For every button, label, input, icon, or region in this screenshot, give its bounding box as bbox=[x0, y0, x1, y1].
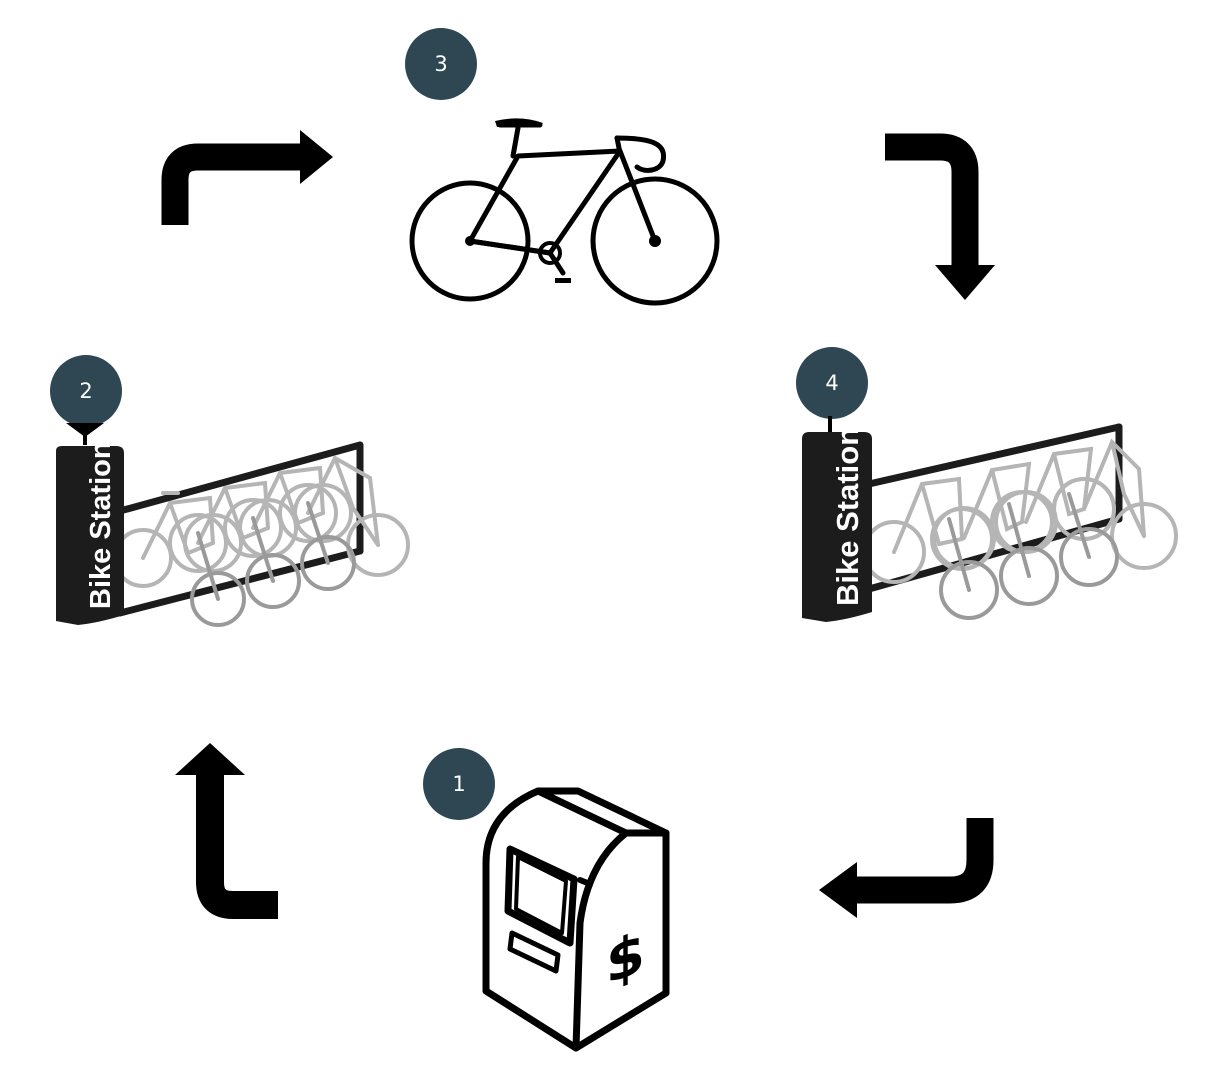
bike-station-label: Bike Station bbox=[830, 427, 865, 606]
bike-station-icon: Bike Station bbox=[56, 423, 410, 627]
step-badge-1: 1 bbox=[423, 748, 495, 820]
step-badge-4: 4 bbox=[796, 347, 868, 419]
step-1: 1 $ bbox=[423, 748, 683, 1058]
bike-station-icon: Bike Station bbox=[802, 416, 1178, 622]
step-4: 4 Bike Station bbox=[794, 344, 1184, 639]
step-2: 2 Bike Station bbox=[48, 353, 418, 638]
arrow-step3-to-step4 bbox=[885, 133, 995, 300]
arrow-step2-to-step3 bbox=[161, 130, 333, 225]
step-3: 3 bbox=[405, 28, 725, 318]
step-badge-2: 2 bbox=[50, 355, 122, 427]
arrow-step4-to-step1 bbox=[819, 818, 994, 918]
bicycle-icon bbox=[409, 118, 720, 306]
currency-symbol: $ bbox=[606, 918, 645, 998]
atm-kiosk-icon: $ bbox=[482, 787, 670, 1052]
bike-station-label: Bike Station bbox=[85, 441, 117, 609]
arrow-step1-to-step2 bbox=[175, 743, 278, 919]
step-badge-3: 3 bbox=[405, 28, 477, 100]
